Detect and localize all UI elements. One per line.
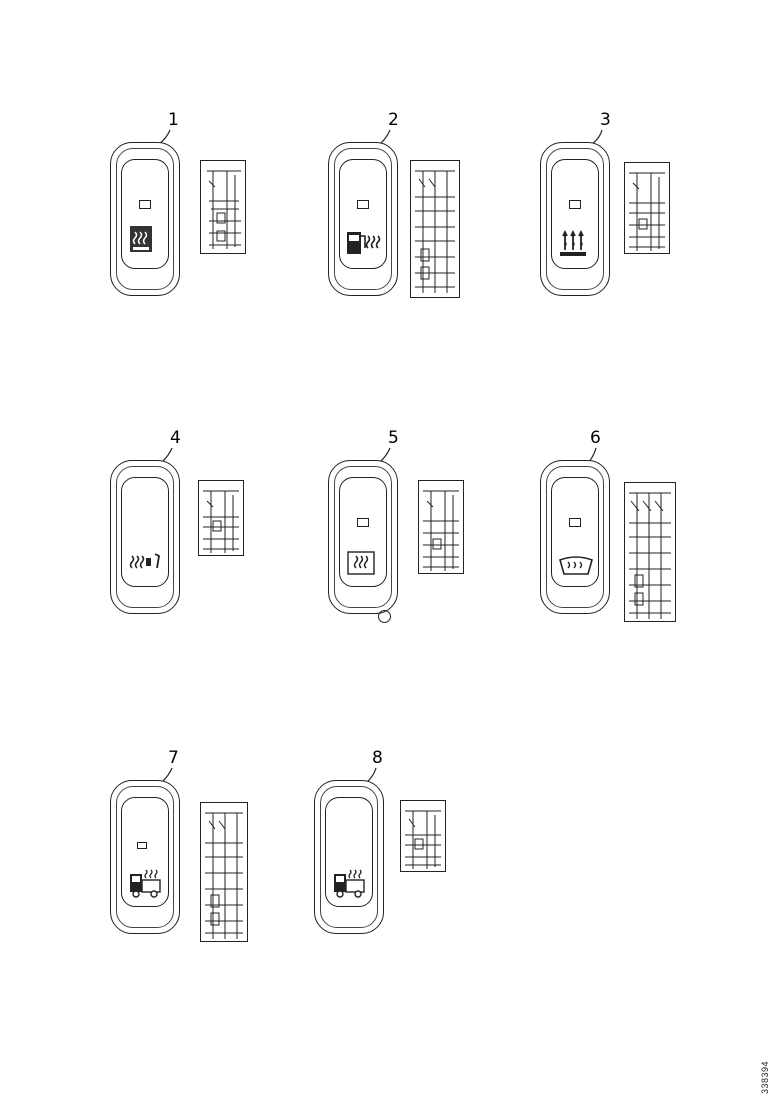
switch-item-4: 4 bbox=[110, 428, 350, 658]
indicator-lamp bbox=[569, 200, 581, 209]
rocker-switch bbox=[328, 142, 398, 296]
switch-face bbox=[339, 159, 387, 269]
callout-number: 2 bbox=[388, 110, 399, 130]
callout-number: 3 bbox=[600, 110, 611, 130]
rocker-switch bbox=[110, 780, 180, 934]
wiring-schematic bbox=[200, 802, 248, 942]
callout-number: 7 bbox=[168, 748, 179, 768]
switch-item-6: 6 bbox=[540, 428, 778, 658]
rocker-switch bbox=[540, 460, 610, 614]
callout-number: 4 bbox=[170, 428, 181, 448]
seat-heater-icon bbox=[130, 226, 152, 252]
heated-element-icon bbox=[347, 551, 375, 575]
switch-face bbox=[121, 477, 169, 587]
truck-heater-icon bbox=[130, 869, 161, 898]
indicator-lamp bbox=[357, 200, 369, 209]
truck-heater-icon bbox=[334, 869, 365, 898]
windscreen-heater-icon bbox=[559, 556, 593, 575]
switch-face bbox=[121, 797, 169, 907]
switch-face bbox=[339, 477, 387, 587]
wiring-schematic bbox=[418, 480, 464, 574]
knob-icon bbox=[378, 610, 391, 623]
callout-number: 1 bbox=[168, 110, 179, 130]
callout-number: 8 bbox=[372, 748, 383, 768]
switch-item-3: 3 bbox=[540, 110, 778, 340]
rear-heater-icon bbox=[560, 229, 586, 256]
wiring-schematic bbox=[410, 160, 460, 298]
switch-item-5: 5 bbox=[328, 428, 568, 658]
switch-item-2: 2 bbox=[328, 110, 568, 340]
indicator-lamp bbox=[137, 842, 147, 849]
switch-face bbox=[121, 159, 169, 269]
rocker-switch bbox=[314, 780, 384, 934]
wiring-schematic bbox=[198, 480, 244, 556]
switch-item-8: 8 bbox=[314, 748, 554, 978]
switch-item-7: 7 bbox=[110, 748, 350, 978]
rocker-switch bbox=[328, 460, 398, 623]
switch-face bbox=[551, 477, 599, 587]
wiring-schematic bbox=[200, 160, 246, 254]
switch-item-1: 1 bbox=[110, 110, 350, 340]
indicator-lamp bbox=[357, 518, 369, 527]
indicator-lamp bbox=[139, 200, 151, 209]
figure-reference: 338394 bbox=[760, 1060, 770, 1094]
callout-number: 6 bbox=[590, 428, 601, 448]
wiring-schematic bbox=[624, 482, 676, 622]
rocker-switch bbox=[110, 460, 180, 614]
wiring-schematic bbox=[400, 800, 446, 872]
fuel-heater-icon bbox=[347, 232, 381, 254]
wiring-schematic bbox=[624, 162, 670, 254]
switch-face bbox=[325, 797, 373, 907]
indicator-lamp bbox=[569, 518, 581, 527]
rocker-switch bbox=[110, 142, 180, 296]
mirror-heater-icon bbox=[129, 553, 160, 569]
callout-number: 5 bbox=[388, 428, 399, 448]
switch-face bbox=[551, 159, 599, 269]
rocker-switch bbox=[540, 142, 610, 296]
